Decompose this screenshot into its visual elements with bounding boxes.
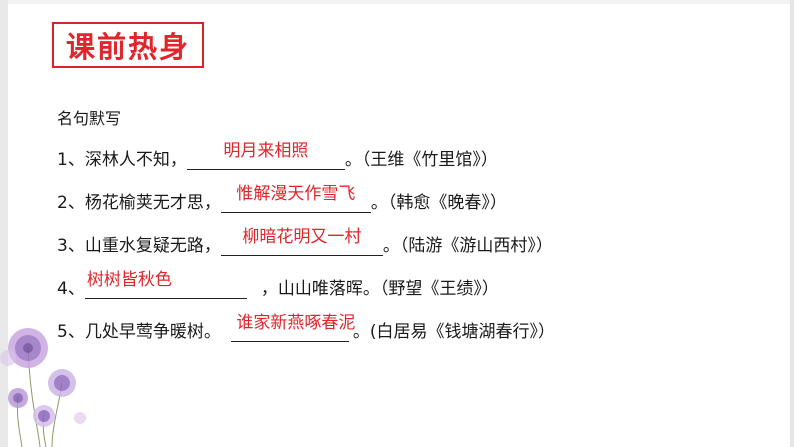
section-subtitle: 名句默写: [57, 109, 122, 128]
quote-prefix: 3、山重水复疑无路，: [57, 236, 221, 256]
quote-line-5: 5、几处早莺争暖树。 谁家新燕啄春泥 。(白居易《钱塘湖春行》）: [57, 313, 555, 342]
slide-right-edge: [790, 0, 794, 447]
answer-blank: 谁家新燕啄春泥: [230, 313, 355, 342]
answer-text: 柳暗花明又一村: [242, 227, 362, 247]
answer-text: 谁家新燕啄春泥: [236, 313, 356, 333]
quote-suffix: 。(白居易《钱塘湖春行》）: [352, 322, 555, 342]
answer-blank: 柳暗花明又一村: [220, 227, 383, 256]
quote-line-1: 1、深林人不知， 明月来相照 。（王维《竹里馆》）: [57, 141, 498, 170]
quote-suffix: 。（韩愈《晚春》）: [370, 193, 507, 213]
answer-text: 树树皆秋色: [86, 270, 172, 290]
slide-left-edge: [0, 0, 8, 447]
dandelion-illustration: [0, 328, 86, 447]
answer-text: 惟解漫天作雪飞: [236, 184, 356, 204]
quote-prefix: 2、杨花榆荚无才思，: [57, 193, 221, 213]
answer-blank: 树树皆秋色: [84, 270, 247, 299]
answer-blank: 惟解漫天作雪飞: [220, 184, 371, 213]
quote-suffix: ，山山唯落晖。（野望《王绩》）: [260, 279, 499, 299]
slide-top-edge: [8, 0, 794, 4]
quote-line-2: 2、杨花榆荚无才思， 惟解漫天作雪飞 。（韩愈《晚春》）: [57, 184, 507, 213]
page-title: 课前热身: [65, 30, 190, 64]
quote-prefix: 1、深林人不知，: [57, 150, 187, 170]
title-box: 课前热身: [52, 22, 204, 68]
quote-suffix: 。（王维《竹里馆》）: [344, 150, 498, 170]
quote-prefix: 5、几处早莺争暖树。: [57, 322, 221, 342]
quote-suffix: 。（陆游《游山西村》）: [382, 236, 553, 256]
quote-line-4: 4、 树树皆秋色 ，山山唯落晖。（野望《王绩》）: [57, 270, 499, 299]
quote-prefix: 4、: [57, 279, 85, 299]
answer-text: 明月来相照: [223, 141, 309, 161]
answer-blank: 明月来相照: [186, 141, 345, 170]
quote-line-3: 3、山重水复疑无路， 柳暗花明又一村 。（陆游《游山西村》）: [57, 227, 553, 256]
